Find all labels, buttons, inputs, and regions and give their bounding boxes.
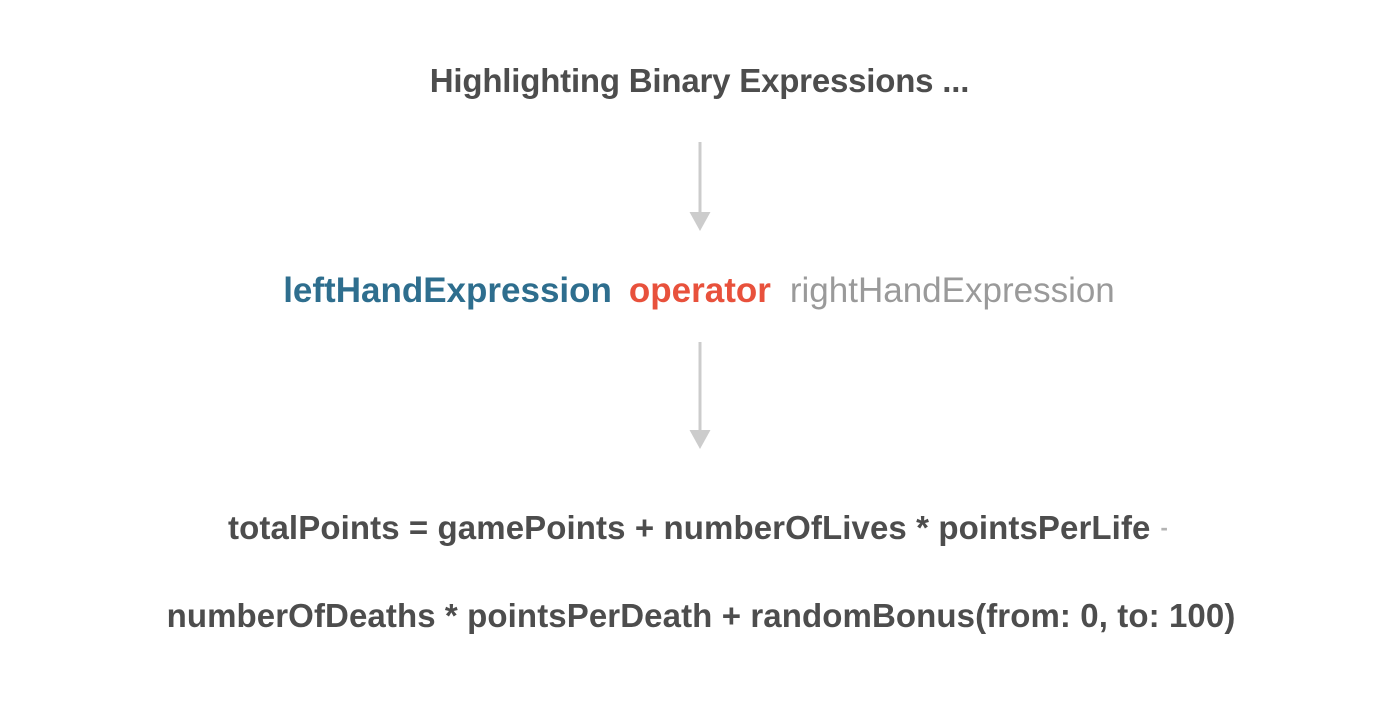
code-line-1-trailing-operator: - <box>1160 515 1168 540</box>
down-arrow-icon <box>689 342 711 450</box>
code-line: totalPoints = gamePoints + numberOfLives… <box>0 484 1400 572</box>
code-line-1-text: totalPoints = gamePoints + numberOfLives… <box>228 509 1151 546</box>
token-operator: operator <box>628 271 771 310</box>
flow-arrow-bottom <box>0 342 1400 450</box>
code-example: totalPoints = gamePoints + numberOfLives… <box>0 484 1400 660</box>
token-left-hand-expression: leftHandExpression <box>283 271 612 310</box>
code-line: numberOfDeaths * pointsPerDeath + random… <box>166 597 1236 634</box>
page-title: Highlighting Binary Expressions ... <box>429 62 970 99</box>
down-arrow-icon <box>689 142 711 232</box>
flow-arrow-top <box>0 142 1400 232</box>
binary-expression-pattern: leftHandExpression operator rightHandExp… <box>0 268 1399 314</box>
token-right-hand-expression: rightHandExpression <box>789 271 1115 310</box>
